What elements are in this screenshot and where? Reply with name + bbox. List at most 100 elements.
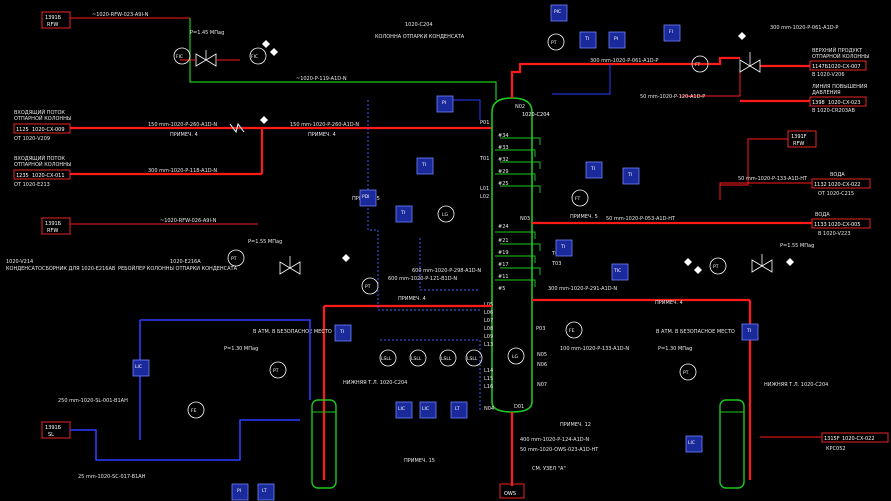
column-c204[interactable]: 1020-C204	[491, 97, 550, 413]
svg-text:1391F: 1391F	[791, 134, 807, 140]
offpage-feed-1[interactable]: ВХОДЯЩИЙ ПОТОК ОТПАРНОЙ КОЛОННЫ 1125 102…	[13, 109, 71, 142]
svg-text:ОТ 1020-E213: ОТ 1020-E213	[14, 182, 50, 188]
instrument-pt-circle-1[interactable]: PT	[547, 33, 565, 51]
instrument-circle-left-1[interactable]: FIC	[173, 47, 191, 65]
svg-text:P03: P03	[536, 326, 545, 332]
svg-text:1132: 1132	[814, 182, 827, 188]
svg-text:TIC: TIC	[613, 268, 621, 274]
instrument-fe-left[interactable]: FE	[187, 401, 205, 419]
instrument-lic-left[interactable]: LIC	[132, 359, 150, 377]
offpage-pressure-line[interactable]: ЛИНИЯ ПОВЫШЕНИЯ ДАВЛЕНИЯ 1398 1020-CX-02…	[809, 84, 867, 114]
svg-text:1020-C204: 1020-C204	[522, 112, 550, 118]
instrument-ti-left[interactable]: TI	[334, 324, 352, 342]
svg-text:ВОДА: ВОДА	[830, 172, 845, 178]
instrument-pic-top[interactable]: PIC	[550, 4, 568, 22]
instrument-pi-col[interactable]: PI	[436, 95, 454, 113]
instrument-lt-bottom[interactable]: LT	[450, 401, 468, 419]
offpage-ows[interactable]: OWS	[499, 483, 525, 499]
svg-text:PT: PT	[273, 368, 279, 374]
svg-text:RFW: RFW	[47, 228, 58, 234]
svg-text:TI: TI	[560, 244, 565, 250]
instrument-pt-low-right[interactable]: PT	[679, 363, 697, 381]
reducer-symbol	[229, 122, 245, 134]
instrument-pt-low-left[interactable]: PT	[269, 361, 287, 379]
instrument-lg-bottom[interactable]: LG	[507, 347, 525, 365]
instrument-ft-circle[interactable]: FT	[691, 55, 709, 73]
svg-text:#17: #17	[498, 262, 509, 268]
svg-text:ВЕРХНИЙ ПРОДУКТ: ВЕРХНИЙ ПРОДУКТ	[812, 47, 863, 54]
green-line-top	[189, 18, 497, 100]
svg-text:LSLL: LSLL	[411, 356, 422, 362]
instrument-pdi-col[interactable]: PDI	[359, 189, 377, 207]
svg-text:1020-CX-023: 1020-CX-023	[828, 100, 861, 106]
svg-text:#19: #19	[498, 250, 509, 256]
instrument-ti-right-2[interactable]: TI	[622, 167, 640, 185]
signal-loop-3	[380, 339, 481, 410]
svg-text:LG: LG	[512, 354, 519, 360]
svg-text:1391Б: 1391Б	[45, 425, 62, 431]
instrument-ti-right-3[interactable]: TI	[555, 239, 573, 257]
instrument-ft-col[interactable]: FT	[571, 189, 589, 207]
feed-line-1-label: 150 mm-1020-P-260-A1D-N	[148, 122, 217, 128]
instrument-ti-right-1[interactable]: TI	[585, 161, 603, 179]
control-valve-mid-right[interactable]	[751, 254, 773, 273]
offpage-water-out[interactable]: ВОДА 1133 1020-CX-005 В 1020-V223	[811, 212, 871, 237]
control-valve-overhead[interactable]	[739, 52, 761, 73]
instrument-lic-bottom[interactable]: LIC	[419, 401, 437, 419]
pressure-line	[680, 70, 741, 97]
instrument-pt-col[interactable]: PT	[361, 277, 379, 295]
svg-text:PT: PT	[551, 40, 557, 46]
line-ows-label: 50 mm-1020-OWS-023-A1D-HT	[520, 447, 599, 453]
instrument-lt-left[interactable]: LT	[257, 483, 275, 501]
control-valve-mid-left[interactable]	[279, 256, 301, 275]
pressure-note-low-right: Р=1.30 МПаg	[658, 346, 692, 352]
instrument-circle-ls-4[interactable]: LSLL	[465, 349, 483, 367]
note-bottom-tl-right: НИЖНЯЯ Т.Л. 1020-C204	[764, 382, 828, 388]
offpage-rfw-top[interactable]: 1391Б RFW	[41, 11, 71, 29]
offpage-rfw-right[interactable]: 1391F RFW	[787, 130, 817, 148]
svg-text:RFW: RFW	[47, 22, 58, 28]
overhead-line-label-2: 300 mm-1020-P-061-A1D-P	[770, 25, 838, 31]
instrument-fi-top[interactable]: FI	[663, 24, 681, 42]
instrument-lg-col[interactable]: LG	[437, 205, 455, 223]
svg-text:FI: FI	[669, 29, 673, 35]
instrument-pt-left[interactable]: PT	[227, 249, 245, 267]
reboiler-left[interactable]	[311, 399, 337, 489]
instrument-lic-bottom-2[interactable]: LIC	[395, 401, 413, 419]
instrument-pt-right[interactable]: PT	[709, 257, 727, 275]
svg-text:TI: TI	[584, 36, 589, 42]
reboiler-right[interactable]	[719, 399, 745, 489]
line-133-label: 100 mm-1020-P-133-A1D-N	[560, 346, 629, 352]
line-rfw-top-label: ~1020-RFW-023-A9I-N	[92, 12, 149, 18]
instrument-lic-right[interactable]: LIC	[685, 435, 703, 453]
instrument-psv-circle[interactable]: FIC	[249, 47, 267, 65]
svg-text:LIC: LIC	[422, 406, 429, 412]
offpage-water-in[interactable]: ВОДА 1132 1020-CX-022 ОТ 1020-C215	[811, 172, 871, 197]
offpage-overhead-product[interactable]: ВЕРХНИЙ ПРОДУКТ ОТПАРНОЙ КОЛОННЫ 1147Б 1…	[809, 47, 869, 78]
offpage-feed-2[interactable]: ВХОДЯЩИЙ ПОТОК ОТПАРНОЙ КОЛОННЫ 1235 102…	[13, 155, 71, 188]
instrument-circle-ls-3[interactable]: LSLL	[439, 349, 457, 367]
instrument-circle-ls-2[interactable]: LSLL	[409, 349, 427, 367]
svg-text:FIC: FIC	[251, 54, 258, 60]
svg-text:#5: #5	[498, 286, 505, 292]
control-valve-top-left[interactable]	[180, 50, 240, 67]
line-298-label: 600 mm-1020-P-298-A1D-N	[412, 268, 481, 274]
green-line-label: ~1020-P-119-A1D-N	[296, 76, 347, 82]
instrument-ti-top[interactable]: TI	[579, 31, 597, 49]
instrument-pi-top[interactable]: PI	[608, 31, 626, 49]
instrument-pi-bottom[interactable]: PI	[231, 483, 249, 501]
svg-text:ОТПАРНОЙ КОЛОННЫ: ОТПАРНОЙ КОЛОННЫ	[14, 115, 71, 122]
instrument-ti-col-2[interactable]: TI	[395, 205, 413, 223]
svg-text:LSLL: LSLL	[381, 356, 392, 362]
instrument-circle-ls-1[interactable]: LSLL	[379, 349, 397, 367]
pressure-note-low-left: Р=1.30 МПаg	[224, 346, 258, 352]
offpage-sl[interactable]: 1391Б SL	[41, 421, 71, 439]
instrument-fe-bottom[interactable]: FE	[565, 321, 583, 339]
instrument-ti-right[interactable]: TI	[741, 323, 759, 341]
signal-loop-1	[367, 100, 480, 311]
tray-labels: #34 #33 #32 #29 #25 #24 #21 #19 #17 #11 …	[498, 133, 509, 292]
offpage-bottom-right[interactable]: 1315F 1020-CX-022 КРС052	[821, 432, 889, 452]
instrument-tic-right[interactable]: TIC	[611, 263, 629, 281]
instrument-ti-col-1[interactable]: TI	[416, 157, 434, 175]
offpage-rfw-mid[interactable]: 1391Б RFW	[41, 217, 71, 235]
